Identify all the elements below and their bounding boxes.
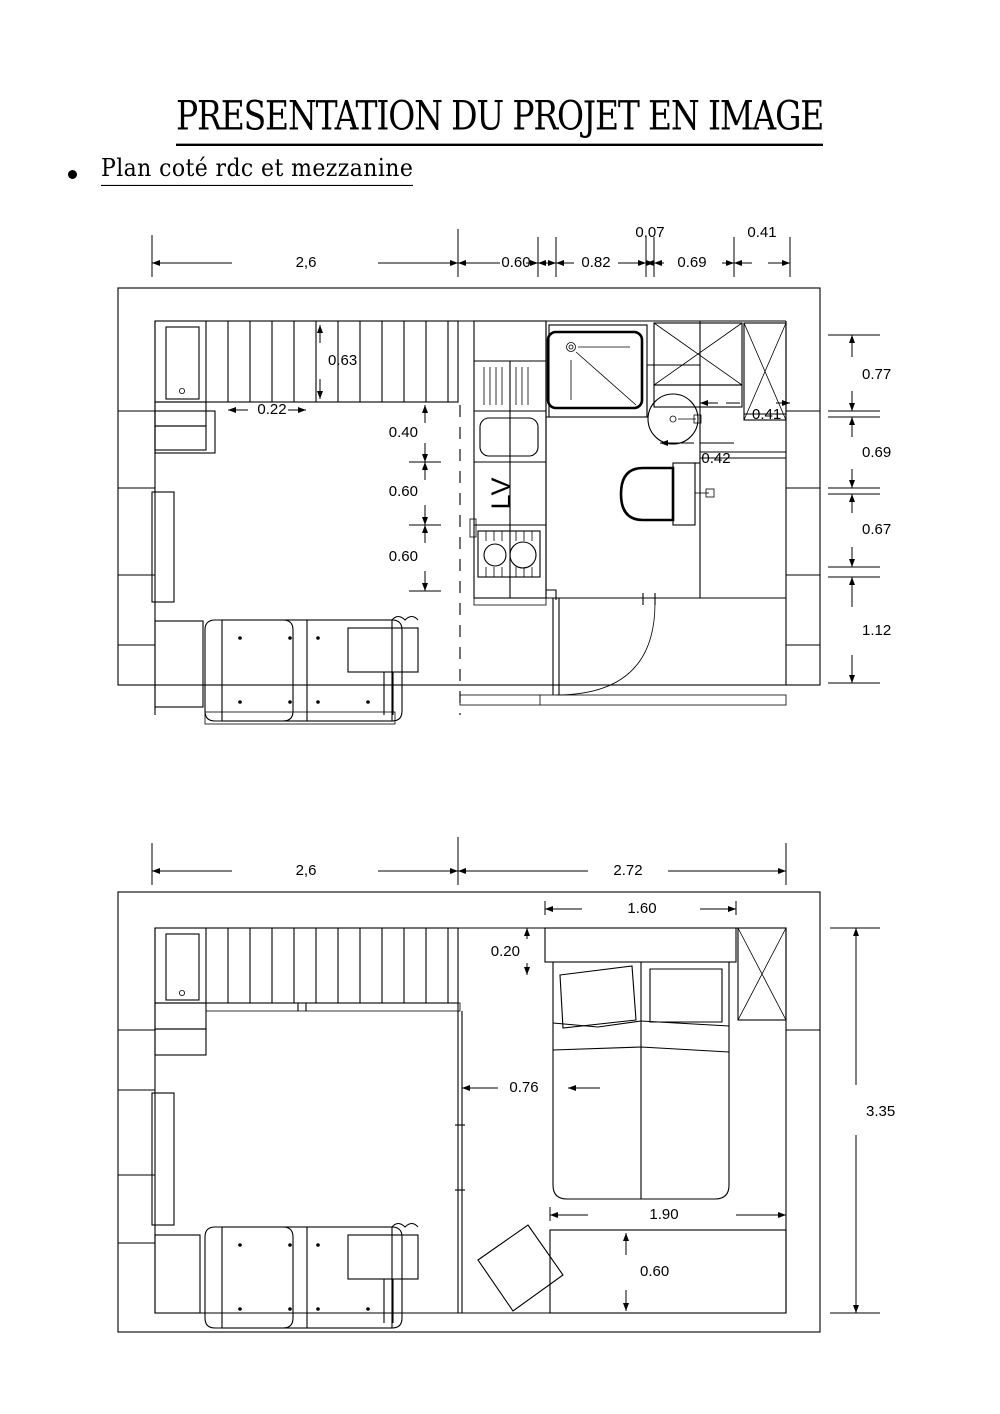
bullet-dot-icon xyxy=(68,170,77,179)
double-bed xyxy=(544,927,737,1200)
right-dimension-chain: 0.77 0.69 0.67 1.12 xyxy=(828,334,891,684)
dim-0-60-a: 0.60 xyxy=(389,483,418,500)
pillow-left xyxy=(559,965,637,1029)
mezzanine-drawing: 2,6 2.72 1.60 0.20 xyxy=(117,837,895,1333)
dim-m-0-76: 0.76 xyxy=(509,1079,538,1096)
mezz-right-dimension: 3.35 xyxy=(830,927,895,1314)
cooktop-icon xyxy=(477,530,541,578)
sofa-mezz xyxy=(204,1222,419,1329)
dim-0-42: 0.42 xyxy=(701,450,730,467)
dim-0-40: 0.40 xyxy=(389,424,418,441)
bullet-item: Plan coté rdc et mezzanine xyxy=(68,155,414,186)
plan-outer-frame xyxy=(117,287,821,686)
dim-0-41-top: 0.41 xyxy=(747,224,776,241)
floor-plan-rdc: 2,6 0.60 0.82 0.07 0.69 0.41 xyxy=(0,215,1000,775)
dim-m-2-6: 2,6 xyxy=(296,862,317,879)
mezz-wardrobe-icon xyxy=(737,927,787,1021)
dim-m-2-72: 2.72 xyxy=(613,862,642,879)
dim-0-67: 0.67 xyxy=(862,521,891,538)
dishwasher-label: LV xyxy=(486,476,516,509)
mezz-bed-dims: 1.60 0.20 xyxy=(491,900,737,975)
low-unit: 0.60 xyxy=(549,1229,787,1314)
dim-group-0-41-basin: 0.41 xyxy=(699,397,790,423)
dim-group-0-63: 0.63 xyxy=(317,325,357,399)
dim-group-0-42: 0.42 xyxy=(660,440,734,467)
bathroom-rdc xyxy=(459,321,787,706)
dim-group-1-90: 1.90 xyxy=(549,1206,786,1223)
walls-rdc xyxy=(118,320,820,715)
kitchen-units: LV xyxy=(469,320,547,606)
dim-0-22: 0.22 xyxy=(257,401,286,418)
dim-m-0-20: 0.20 xyxy=(491,943,520,960)
staircase-mezz xyxy=(154,927,461,1056)
side-table xyxy=(347,627,419,673)
door-swing-icon xyxy=(546,589,656,696)
dim-0-41-basin: 0.41 xyxy=(752,406,781,423)
dim-0-60-b: 0.60 xyxy=(389,548,418,565)
kitchen-sink xyxy=(479,417,539,457)
sofa-rdc xyxy=(204,615,419,725)
dim-group-0-76: 0.76 xyxy=(462,1079,539,1096)
rdc-drawing: 2,6 0.60 0.82 0.07 0.69 0.41 xyxy=(117,224,891,725)
dim-0-77: 0.77 xyxy=(862,366,891,383)
dim-m-3-35: 3.35 xyxy=(866,1103,895,1120)
dim-0-60-top: 0.60 xyxy=(501,254,530,271)
mezz-partition xyxy=(455,1003,465,1313)
shower-icon xyxy=(546,324,648,418)
washbasin-icon xyxy=(647,393,702,445)
headboard xyxy=(544,927,737,963)
tilted-table xyxy=(477,1224,564,1312)
bullet-item-label: Plan coté rdc et mezzanine xyxy=(101,155,414,186)
radiator xyxy=(151,491,175,603)
dim-0-07: 0.07 xyxy=(635,224,664,241)
wardrobe-icon xyxy=(653,322,787,421)
dim-2-6: 2,6 xyxy=(296,254,317,271)
dish-rack-icon xyxy=(483,367,529,405)
top-dimension-chain: 2,6 0.60 0.82 0.07 0.69 0.41 xyxy=(151,224,791,277)
dim-m-0-60: 0.60 xyxy=(640,1263,669,1280)
dim-chain-kitchen: 0.40 0.60 0.60 xyxy=(389,405,441,592)
page-title: PRESENTATION DU PROJET EN IMAGE xyxy=(0,93,1000,146)
dim-group-0-22: 0.22 xyxy=(228,401,306,418)
left-wall-furniture xyxy=(151,410,216,708)
dim-0-69-top: 0.69 xyxy=(677,254,706,271)
mezz-outer-frame xyxy=(117,891,821,1333)
mezz-top-dimension-chain: 2,6 2.72 xyxy=(151,837,787,885)
dim-m-1-60: 1.60 xyxy=(627,900,656,917)
pillow-right xyxy=(649,968,723,1023)
walls-mezz xyxy=(118,927,820,1314)
dim-0-63: 0.63 xyxy=(328,352,357,369)
dim-m-1-90: 1.90 xyxy=(649,1206,678,1223)
dim-0-69-right: 0.69 xyxy=(862,444,891,461)
dim-0-82: 0.82 xyxy=(581,254,610,271)
mezz-left-furniture xyxy=(151,1092,201,1314)
toilet-icon xyxy=(619,462,715,526)
dim-1-12: 1.12 xyxy=(862,622,891,639)
floor-plan-mezzanine: 2,6 2.72 1.60 0.20 xyxy=(0,835,1000,1380)
